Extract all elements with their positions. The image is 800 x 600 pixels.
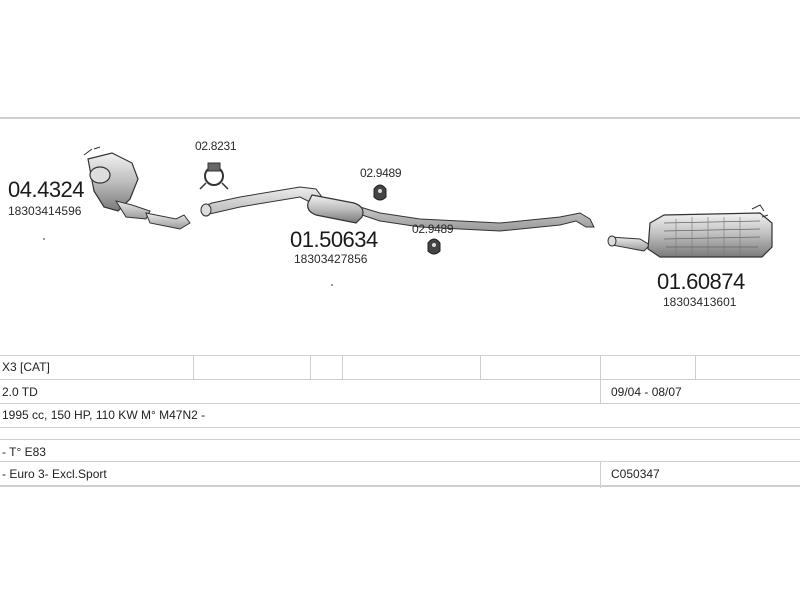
rubber-mount-1-code: 02.9489 <box>360 166 402 180</box>
exhaust-diagram: 04.4324 18303414596 02.8231 02.9489 02.9… <box>0 117 800 357</box>
catalyst-part[interactable] <box>43 146 191 240</box>
notes-cell: - Euro 3- Excl.Sport <box>2 467 107 481</box>
type-cell: - T° E83 <box>2 445 46 459</box>
details-cell: 1995 cc, 150 HP, 110 KW M° M47N2 - <box>2 408 206 422</box>
clamp-code: 02.8231 <box>195 139 237 153</box>
model-cell: X3 [CAT] <box>2 360 50 374</box>
rubber-mount-2-code: 02.9489 <box>412 222 454 236</box>
reference-cell: C050347 <box>611 467 660 481</box>
years-cell: 09/04 - 08/07 <box>611 385 682 399</box>
table-row-notes: - Euro 3- Excl.Sport C050347 <box>0 461 800 488</box>
rubber-mount-1-part[interactable] <box>373 184 387 201</box>
rear-silencer-oe-number: 18303413601 <box>663 295 737 309</box>
table-row-type: - T° E83 <box>0 439 800 464</box>
table-row-spacer <box>0 427 800 440</box>
table-row-details: 1995 cc, 150 HP, 110 KW M° M47N2 - <box>0 403 800 428</box>
clamp-part[interactable] <box>199 162 229 190</box>
vehicle-spec-table: X3 [CAT] 2.0 TD 09/04 - 08/07 1995 cc, 1… <box>0 355 800 488</box>
middle-silencer-oe-number: 18303427856 <box>294 252 368 266</box>
middle-silencer-part[interactable] <box>200 186 595 286</box>
middle-silencer-code: 01.50634 <box>290 227 378 252</box>
catalyst-oe-number: 18303414596 <box>8 204 82 218</box>
rear-silencer-part[interactable] <box>607 204 773 258</box>
table-row-model: X3 [CAT] <box>0 355 800 380</box>
rubber-mount-2-part[interactable] <box>427 238 441 255</box>
rear-silencer-code: 01.60874 <box>657 269 745 294</box>
exhaust-drawing <box>43 146 773 286</box>
table-bottom-border <box>0 485 800 487</box>
engine-cell: 2.0 TD <box>2 385 38 399</box>
table-row-engine: 2.0 TD 09/04 - 08/07 <box>0 379 800 404</box>
catalyst-code: 04.4324 <box>8 177 85 202</box>
